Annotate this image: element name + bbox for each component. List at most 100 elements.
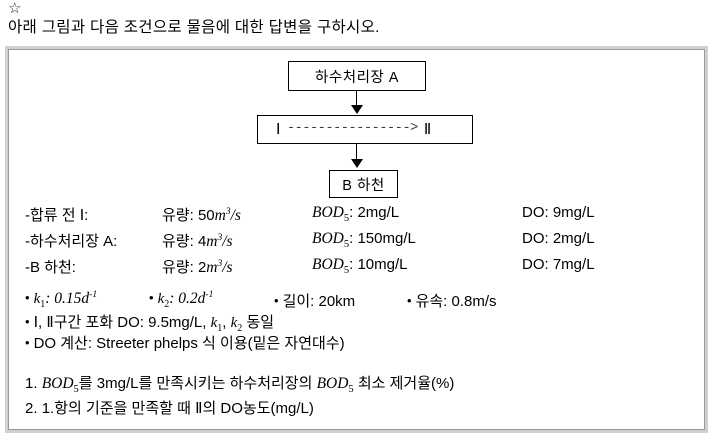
flow-diagram: 하수처리장 A Ⅰ ----------------> Ⅱ B 하천 xyxy=(9,50,704,200)
reach-inner: Ⅰ ----------------> Ⅱ xyxy=(270,120,438,139)
saturation-k1: k1 xyxy=(210,315,223,334)
condition-k2: k2: 0.2d-1 xyxy=(149,290,214,311)
table-row: -하수처리장 A: 유량: 4m3/s BOD5: 150mg/L DO: 2m… xyxy=(25,228,685,254)
row-do: DO: 9mg/L xyxy=(522,204,595,221)
do-value: 7mg/L xyxy=(552,256,595,273)
saturation-k1-text: k xyxy=(210,315,218,331)
question-1-number: 1. xyxy=(25,375,38,392)
question-1-middle: 를 3mg/L를 만족시키는 하수처리장의 xyxy=(78,375,317,392)
k1-exp: -1 xyxy=(89,290,98,300)
k2-symbol-text: k xyxy=(157,291,165,308)
flow-value: 50 xyxy=(197,207,215,224)
bod-value: 150mg/L xyxy=(357,230,416,247)
do-label: DO: xyxy=(522,230,549,247)
bod-label: BOD5 xyxy=(312,230,350,251)
row-bod: BOD5: 150mg/L xyxy=(312,230,416,251)
reach-end-label: Ⅱ xyxy=(423,122,432,138)
saturation-k2: k2 xyxy=(231,315,243,334)
question-1-bod-2-text: BOD xyxy=(316,375,349,392)
question-1-tail: 최소 제거율(%) xyxy=(353,375,455,392)
k1-symbol: k1 xyxy=(33,291,46,311)
bod-label: BOD5 xyxy=(312,256,350,277)
flow-value: 2 xyxy=(197,259,207,276)
k2-value-text: : 0.2d xyxy=(169,290,206,308)
k1-value: : 0.15d-1 xyxy=(45,290,97,307)
flow-unit-num: m xyxy=(206,259,218,276)
table-row: -합류 전 Ⅰ: 유량: 50m3/s BOD5: 2mg/L DO: 9mg/… xyxy=(25,202,685,228)
row-bod: BOD5: 2mg/L xyxy=(312,204,400,225)
bod-sub: 5 xyxy=(343,265,350,277)
conditions-row-3: DO 계산: Streeter phelps 식 이용(밑은 자연대수) xyxy=(25,332,695,353)
flow-label: 유량: xyxy=(162,233,194,250)
bod-sub: 5 xyxy=(343,239,350,251)
parameters-table: -합류 전 Ⅰ: 유량: 50m3/s BOD5: 2mg/L DO: 9mg/… xyxy=(25,202,685,280)
conditions-row-2: Ⅰ, Ⅱ구간 포화 DO: 9.5mg/L, k1, k2 동일 xyxy=(25,311,695,334)
table-row: -B 하천: 유량: 2m3/s BOD5: 10mg/L DO: 7mg/L xyxy=(25,254,685,280)
flow-label: 유량: xyxy=(162,207,194,224)
question-item: 1. BOD5를 3mg/L를 만족시키는 하수처리장의 BOD5 최소 제거율… xyxy=(25,372,695,397)
problem-frame-inner: 하수처리장 A Ⅰ ----------------> Ⅱ B 하천 -합류 전… xyxy=(8,49,705,430)
row-label: -합류 전 Ⅰ: xyxy=(25,207,89,224)
reach-start-label: Ⅰ xyxy=(276,122,281,138)
condition-velocity: 유속: 0.8m/s xyxy=(407,290,497,311)
k1-symbol-text: k xyxy=(33,291,41,308)
row-bod: BOD5: 10mg/L xyxy=(312,256,408,277)
question-1-bod-2: BOD5 xyxy=(316,375,354,396)
conditions-list: k1: 0.15d-1 k2: 0.2d-1 길이: 20km 유속: 0.8m… xyxy=(25,290,695,353)
condition-k1: k1: 0.15d-1 xyxy=(25,290,98,311)
bod-label-text: BOD xyxy=(312,256,344,273)
saturation-k1-sub: 1 xyxy=(217,323,223,334)
k2-sub: 2 xyxy=(164,299,170,311)
question-2-text: 1.항의 기준을 만족할 때 Ⅱ의 DO농도(mg/L) xyxy=(41,400,314,417)
star-icon: ☆ xyxy=(8,0,22,17)
bod-label-text: BOD xyxy=(312,204,344,221)
node-treatment-plant-label: 하수처리장 A xyxy=(315,69,399,86)
k1-value-text: : 0.15d xyxy=(45,290,90,308)
question-1-bod-1: BOD5 xyxy=(42,375,79,396)
k1-sub: 1 xyxy=(40,299,46,311)
flow-unit-num: m xyxy=(214,207,226,224)
do-label: DO: xyxy=(522,256,549,273)
problem-frame: 하수처리장 A Ⅰ ----------------> Ⅱ B 하천 -합류 전… xyxy=(5,46,708,433)
arrow-reach-to-river-head xyxy=(351,159,363,168)
node-river-b: B 하천 xyxy=(329,170,398,198)
node-treatment-plant: 하수처리장 A xyxy=(288,61,426,91)
question-2-number: 2. xyxy=(25,400,38,417)
instruction-text: 아래 그림과 다음 조건으로 물음에 대한 답변을 구하시오. xyxy=(8,19,380,36)
row-flow: 유량: 4m3/s xyxy=(162,230,233,251)
question-1-bod-2-sub: 5 xyxy=(348,384,354,396)
do-label: DO: xyxy=(522,204,549,221)
saturation-mid: , xyxy=(222,314,231,331)
bod-sub: 5 xyxy=(343,213,350,225)
condition-saturation-do: Ⅰ, Ⅱ구간 포화 DO: 9.5mg/L, k1, k2 동일 xyxy=(25,311,275,334)
arrow-plant-to-reach-head xyxy=(351,105,363,114)
saturation-prefix: Ⅰ, Ⅱ구간 포화 DO: 9.5mg/L, xyxy=(33,314,211,331)
node-river-b-label: B 하천 xyxy=(342,177,385,194)
flow-unit: m3/s xyxy=(206,259,232,276)
flow-label: 유량: xyxy=(162,259,194,276)
k2-symbol: k2 xyxy=(157,291,170,311)
flow-unit-exp: 3 xyxy=(217,258,223,269)
do-value: 2mg/L xyxy=(552,230,595,247)
questions-list: 1. BOD5를 3mg/L를 만족시키는 하수처리장의 BOD5 최소 제거율… xyxy=(25,372,695,422)
flow-unit-exp: 3 xyxy=(217,232,223,243)
row-do: DO: 2mg/L xyxy=(522,230,595,247)
arrow-plant-to-reach-line xyxy=(356,91,357,107)
flow-unit: m3/s xyxy=(215,207,241,224)
question-1-bod-1-sub: 5 xyxy=(73,384,79,396)
condition-length: 길이: 20km xyxy=(274,290,356,311)
k2-value: : 0.2d-1 xyxy=(169,290,213,307)
row-flow: 유량: 2m3/s xyxy=(162,256,233,277)
row-flow: 유량: 50m3/s xyxy=(162,204,241,225)
flow-unit-exp: 3 xyxy=(225,206,231,217)
k2-exp: -1 xyxy=(205,290,214,300)
row-label: -하수처리장 A: xyxy=(25,233,118,250)
row-label: -B 하천: xyxy=(25,259,76,276)
flow-value: 4 xyxy=(197,233,207,250)
bod-value: 2mg/L xyxy=(357,204,400,221)
row-do: DO: 7mg/L xyxy=(522,256,595,273)
bod-label: BOD5 xyxy=(312,204,350,225)
flow-unit-num: m xyxy=(206,233,218,250)
reach-arrow-label: ----------------> xyxy=(286,121,418,136)
node-reach-segment: Ⅰ ----------------> Ⅱ xyxy=(257,115,473,144)
